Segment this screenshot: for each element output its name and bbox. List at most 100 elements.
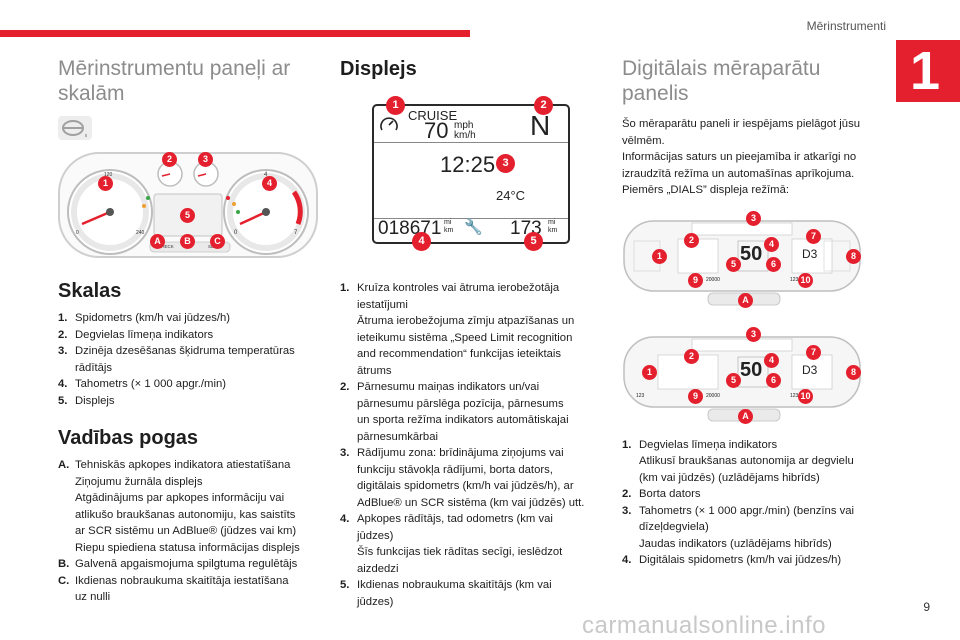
watermark: carmanualsonline.info	[582, 612, 826, 639]
trip-meter: 123	[790, 392, 799, 399]
callout-badge-C: C	[210, 234, 225, 249]
callout-badge-3: 3	[746, 210, 761, 226]
column-display: Displejs CRUISE 70 mph km/h N 12:25 24°C…	[340, 56, 602, 610]
callout-badge-1: 1	[386, 96, 405, 115]
odo-unit-mi: mi	[444, 219, 452, 226]
analog-cluster-figure: 0 120 240 0 4 7 CHECK SET 1 2 3 4 5 A B …	[58, 152, 320, 260]
callout-badge-6: 6	[766, 372, 781, 388]
list-item: 3.Dzinēja dzesēšanas šķidruma temperatūr…	[58, 345, 295, 374]
odo-unit-km: km	[444, 227, 454, 234]
speedo-tick-240: 240	[136, 230, 145, 236]
list-item: C.Ikdienas nobraukuma skaitītāja iestatī…	[58, 574, 289, 604]
cruise-label: CRUISE	[408, 108, 458, 123]
callout-badge-4: 4	[412, 232, 431, 251]
tacho-tick-0: 0	[234, 230, 238, 236]
tacho-tick-4: 4	[264, 172, 268, 178]
callout-badge-5: 5	[726, 372, 741, 388]
drive-mode: D3	[802, 362, 818, 377]
drive-mode: D3	[802, 246, 818, 261]
callout-badge-A: A	[738, 292, 753, 308]
speed-limit-icon	[380, 117, 398, 131]
digital-speed: 50	[740, 242, 763, 265]
callout-badge-8: 8	[846, 248, 861, 264]
odometer: 20000	[706, 392, 720, 399]
list-item: 4.Apkopes rādītājs, tad odometrs (km vai…	[340, 513, 563, 575]
outside-temperature: 24°C	[496, 188, 526, 203]
trip-unit-mi: mi	[548, 219, 556, 226]
callout-badge-4: 4	[262, 176, 277, 191]
callout-badge-3: 3	[746, 326, 761, 342]
steering-wheel-icon	[58, 116, 92, 140]
left-counter: 123	[636, 392, 645, 399]
list-item: 3.Tahometrs (× 1 000 apgr./min) (benzīns…	[622, 504, 855, 550]
list-item: 5.Ikdienas nobraukuma skaitītājs (km vai…	[340, 579, 552, 608]
callout-badge-2: 2	[162, 152, 177, 167]
page-number: 9	[923, 600, 930, 614]
list-item: 2.Degvielas līmeņa indikators	[58, 328, 214, 341]
callout-badge-2: 2	[684, 348, 699, 364]
heading-vadibas-pogas: Vadības pogas	[58, 427, 199, 449]
intro-paragraph: Šo mēraparātu paneli ir iespējams pielāg…	[622, 118, 860, 196]
callout-badge-6: 6	[766, 256, 781, 272]
section-title-digital: Digitālais mēraparātu panelis	[622, 57, 821, 105]
digital-cluster-figure-2: 50 D3 20000 123 123 1 2 3 4 5 6 7 8 9 10…	[622, 326, 862, 427]
callout-badge-7: 7	[806, 344, 821, 360]
callout-badge-3: 3	[496, 154, 515, 173]
callout-badge-3: 3	[198, 152, 213, 167]
callout-badge-5: 5	[726, 256, 741, 272]
callout-badge-4: 4	[764, 236, 779, 252]
unit-mph: mph	[454, 120, 474, 131]
column-analog-panel: Mērinstrumentu paneļi ar skalām	[58, 56, 320, 606]
list-item: 3.Rādījumu zona: brīdinājuma ziņojums va…	[340, 447, 585, 509]
list-item: 1.Kruīza kontroles vai ātruma ierobežotā…	[340, 282, 575, 377]
trip-unit-km: km	[548, 227, 558, 234]
trip-meter: 123	[790, 276, 799, 283]
list-item: 4.Tahometrs (× 1 000 apgr./min)	[58, 378, 227, 390]
cruise-speed: 70	[424, 118, 449, 143]
list-item: 2.Borta dators	[622, 488, 701, 500]
callout-badge-8: 8	[846, 364, 861, 380]
callout-badge-2: 2	[684, 232, 699, 248]
heading-skalas: Skalas	[58, 280, 122, 302]
callout-badge-9: 9	[688, 272, 703, 288]
speedo-tick-0: 0	[76, 230, 79, 236]
column-digital-panel: Digitālais mēraparātu panelis Šo mērapar…	[622, 56, 884, 569]
callout-badge-4: 4	[764, 352, 779, 368]
list-item: 1.Degvielas līmeņa indikators Atlikusī b…	[622, 438, 854, 484]
section-title-analog: Mērinstrumentu paneļi ar skalām	[58, 57, 291, 105]
tacho-tick-7: 7	[294, 230, 298, 236]
display-figure: CRUISE 70 mph km/h N 12:25 24°C 018671 m…	[372, 96, 570, 251]
callout-badge-1: 1	[642, 364, 657, 380]
gear-indicator: N	[530, 110, 551, 141]
display-list: 1.Kruīza kontroles vai ātruma ierobežotā…	[340, 280, 602, 610]
callout-badge-9: 9	[688, 388, 703, 404]
running-title: Mērinstrumenti	[806, 19, 886, 33]
top-accent-bar	[0, 30, 470, 37]
callout-badge-1: 1	[652, 248, 667, 264]
section-title-display: Displejs	[340, 58, 417, 80]
digital-cluster-figure-1: 50 D3 20000 123 1 2 3 4 5 6 7 8 9 10 A	[622, 210, 862, 311]
chapter-number: 1	[910, 41, 941, 101]
digital-speed: 50	[740, 358, 763, 381]
digital-list: 1.Degvielas līmeņa indikators Atlikusī b…	[622, 437, 884, 569]
callout-badge-1: 1	[98, 176, 113, 191]
clock-time: 12:25	[440, 152, 496, 177]
list-item: B.Galvenā apgaismojuma spilgtuma regulēt…	[58, 558, 298, 570]
callout-badge-10: 10	[798, 272, 813, 288]
speedo-tick-120: 120	[104, 172, 113, 178]
callout-badge-B: B	[180, 234, 195, 249]
display-screen	[372, 104, 570, 244]
list-item: 4.Digitālais spidometrs (km/h vai jūdzes…	[622, 554, 842, 566]
callout-badge-5: 5	[180, 208, 195, 223]
callout-badge-5: 5	[524, 232, 543, 251]
list-item: 5.Displejs	[58, 394, 115, 407]
wrench-icon: 🔧	[464, 219, 483, 236]
callout-badge-7: 7	[806, 228, 821, 244]
callout-badge-10: 10	[798, 388, 813, 404]
skalas-list: 1.Spidometrs (km/h vai jūdzes/h) 2.Degvi…	[58, 310, 320, 409]
list-item: 1.Spidometrs (km/h vai jūdzes/h)	[58, 312, 231, 324]
pogas-list: A.Tehniskās apkopes indikatora atiestatī…	[58, 457, 320, 606]
callout-badge-2: 2	[534, 96, 553, 115]
chapter-tab: 1	[896, 40, 960, 102]
odometer: 018671	[378, 218, 442, 239]
